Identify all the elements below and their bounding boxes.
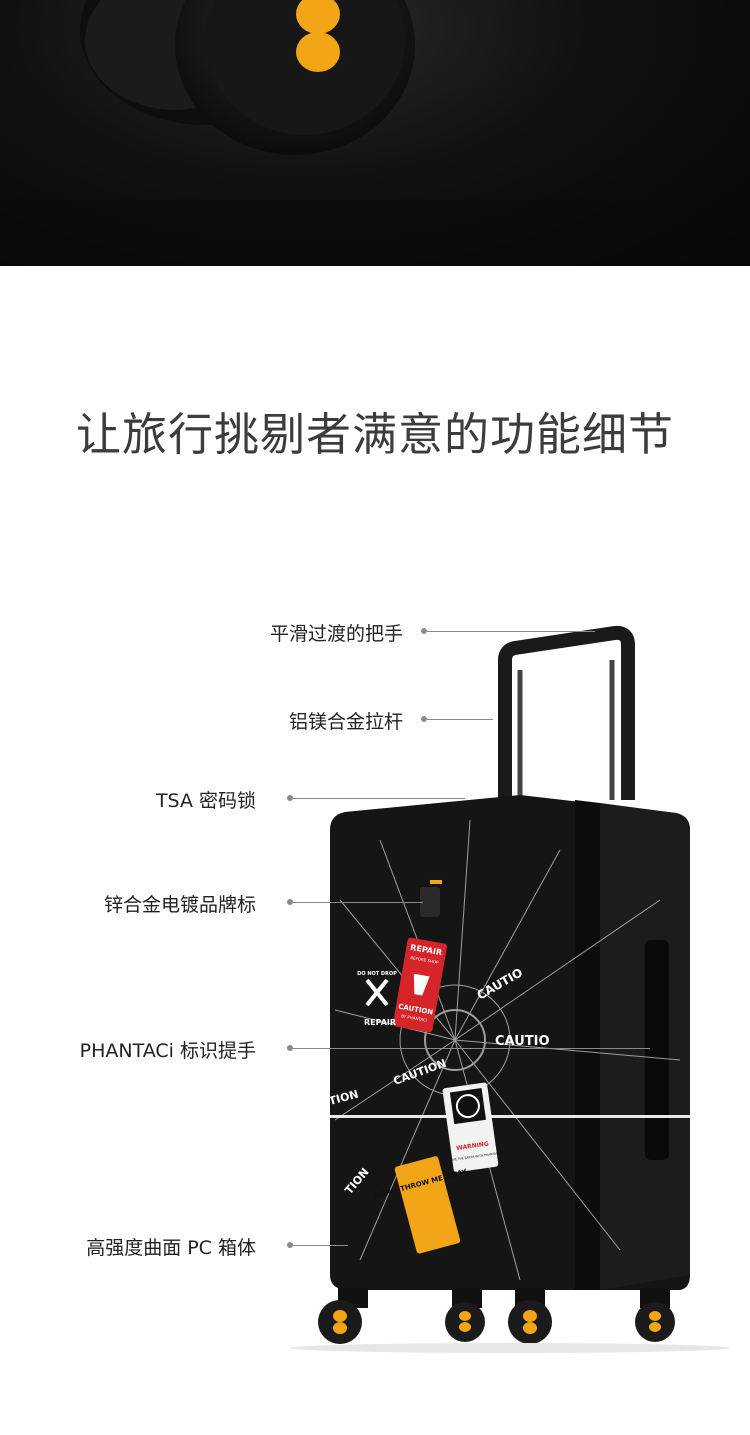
svg-text:BY PHANTACI: BY PHANTACI	[401, 1013, 428, 1022]
sticker-repair-red: REPAIR BEFORE SHOP CAUTION BY PHANTACI	[392, 937, 448, 1033]
badge-shape	[430, 880, 442, 884]
telescopic-handle	[498, 625, 635, 800]
leader-line	[427, 631, 595, 632]
svg-text:BEFORE SHOP: BEFORE SHOP	[410, 955, 439, 965]
feature-label-shell: 高强度曲面 PC 箱体	[86, 1237, 256, 1259]
svg-text:SAVE THE EARTH WITH PHANTACI: SAVE THE EARTH WITH PHANTACI	[449, 1151, 500, 1162]
svg-text:CAUTIO: CAUTIO	[495, 1034, 550, 1049]
sticker-repair-white: DO NOT DROP REPAIR	[357, 971, 397, 1027]
leader-line	[293, 1048, 650, 1049]
lock-shape	[420, 887, 440, 917]
feature-label-lock: TSA 密码锁	[155, 790, 256, 812]
svg-text:DO NOT DROP: DO NOT DROP	[357, 971, 397, 977]
feature-label-badge: 锌合金电镀品牌标	[103, 894, 256, 916]
leader-dot	[287, 1242, 293, 1248]
leader-dot	[287, 899, 293, 905]
section-headline: 让旅行挑剔者满意的功能细节	[75, 408, 674, 461]
side-handle-shape	[645, 940, 669, 1160]
leader-line	[293, 902, 423, 903]
svg-text:REPAIR: REPAIR	[364, 1018, 396, 1027]
feature-label-handle: 平滑过渡的把手	[269, 623, 403, 645]
leader-dot	[421, 628, 427, 634]
leader-dot	[287, 795, 293, 801]
feature-label-rod: 铝镁合金拉杆	[288, 711, 403, 733]
leader-line	[293, 1245, 348, 1246]
svg-text:WARNING: WARNING	[456, 1141, 490, 1153]
feature-label-side-handle: PHANTACi 标识提手	[79, 1040, 256, 1062]
orange-hub-logo	[296, 0, 340, 72]
wheels	[318, 1288, 675, 1344]
leader-dot	[421, 716, 427, 722]
leader-line	[427, 719, 493, 720]
hero-wheel-banner	[0, 0, 750, 266]
wheel-closeup-image	[0, 0, 750, 266]
sticker-warning: WARNING SAVE THE EARTH WITH PHANTACI	[442, 1082, 500, 1173]
leader-line	[293, 798, 465, 799]
leader-dot	[287, 1045, 293, 1051]
